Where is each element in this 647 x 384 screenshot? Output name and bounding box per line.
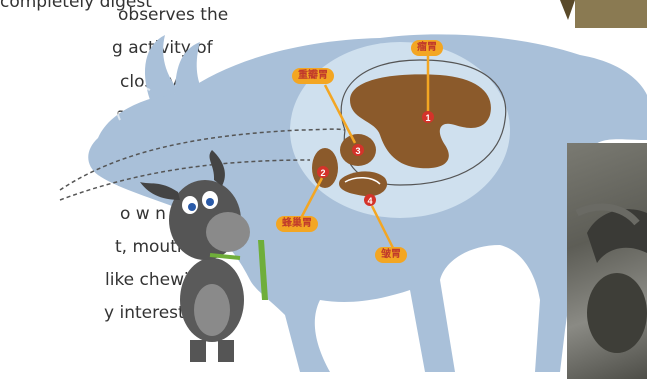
marker-1: 1 bbox=[422, 111, 434, 123]
svg-text:3: 3 bbox=[355, 146, 360, 156]
label-omasum: 重瓣胃 bbox=[292, 68, 334, 84]
rumen bbox=[350, 74, 491, 169]
svg-text:1: 1 bbox=[425, 113, 430, 123]
article-line: t, mouth bbox=[115, 237, 188, 257]
label-reticulum: 蜂巢胃 bbox=[276, 216, 318, 232]
abomasum bbox=[339, 171, 388, 197]
label-abomasum: 皱胃 bbox=[375, 247, 407, 263]
marker-2: 2 bbox=[317, 166, 329, 178]
article-line: o w n bbox=[120, 204, 166, 224]
buffalo-photo bbox=[567, 143, 647, 379]
esophagus-line bbox=[59, 128, 346, 191]
label-rumen: 瘤胃 bbox=[411, 40, 443, 56]
marker-3: 3 bbox=[352, 144, 364, 156]
article-line: completely digest bbox=[0, 0, 152, 12]
svg-text:2: 2 bbox=[320, 168, 325, 178]
cartoon-buffalo bbox=[140, 150, 268, 362]
marker-4: 4 bbox=[364, 194, 376, 206]
article-line: observes the bbox=[118, 5, 229, 25]
photo-top-right bbox=[575, 0, 647, 28]
svg-text:4: 4 bbox=[367, 196, 372, 206]
